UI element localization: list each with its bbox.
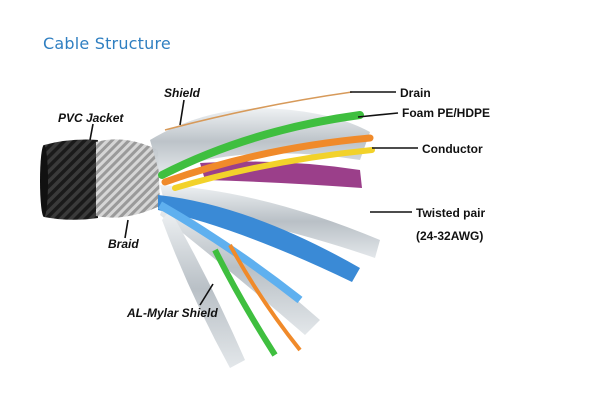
orange-wire — [161, 134, 374, 186]
braid-shape — [96, 139, 160, 218]
leader-lines — [89, 91, 418, 306]
yellow-wire — [172, 147, 375, 191]
diagram-title: Cable Structure — [43, 34, 171, 53]
label-twisted-pair: Twisted pair — [416, 206, 486, 220]
drain-wire — [164, 91, 353, 131]
label-foam: Foam PE/HDPE — [402, 106, 491, 120]
green-wire — [158, 111, 364, 179]
label-awg: (24-32AWG) — [416, 229, 484, 243]
blue-pair — [158, 195, 360, 282]
pvc-jacket-shape — [44, 139, 98, 220]
label-drain: Drain — [400, 86, 431, 100]
label-shield: Shield — [164, 86, 201, 100]
label-pvc-jacket: PVC Jacket — [58, 111, 124, 125]
label-braid: Braid — [108, 237, 139, 251]
label-conductor: Conductor — [422, 142, 483, 156]
label-al-mylar-shield: AL-Mylar Shield — [127, 306, 218, 320]
